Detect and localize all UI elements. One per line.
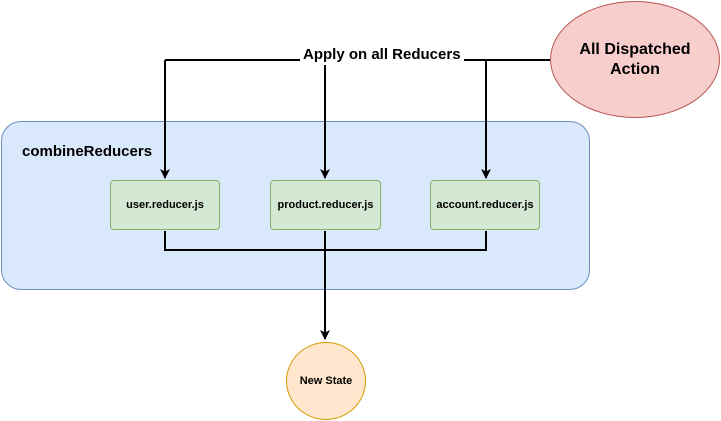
new-state-node: New State — [286, 342, 366, 420]
account-reducer-node: account.reducer.js — [430, 180, 540, 230]
user-reducer-node: user.reducer.js — [110, 180, 220, 230]
product-reducer-label: product.reducer.js — [277, 199, 374, 211]
container-label: combineReducers — [22, 143, 153, 160]
apply-on-all-reducers-label: Apply on all Reducers — [300, 45, 464, 65]
product-reducer-node: product.reducer.js — [270, 180, 381, 230]
user-reducer-label: user.reducer.js — [126, 199, 204, 211]
account-reducer-merge-line — [325, 231, 487, 251]
account-reducer-label: account.reducer.js — [436, 199, 534, 211]
all-dispatched-action-node: All Dispatched Action — [550, 1, 720, 118]
user-reducer-merge-line — [164, 231, 325, 251]
action-label: All Dispatched Action — [579, 40, 691, 78]
new-state-label: New State — [299, 375, 353, 387]
